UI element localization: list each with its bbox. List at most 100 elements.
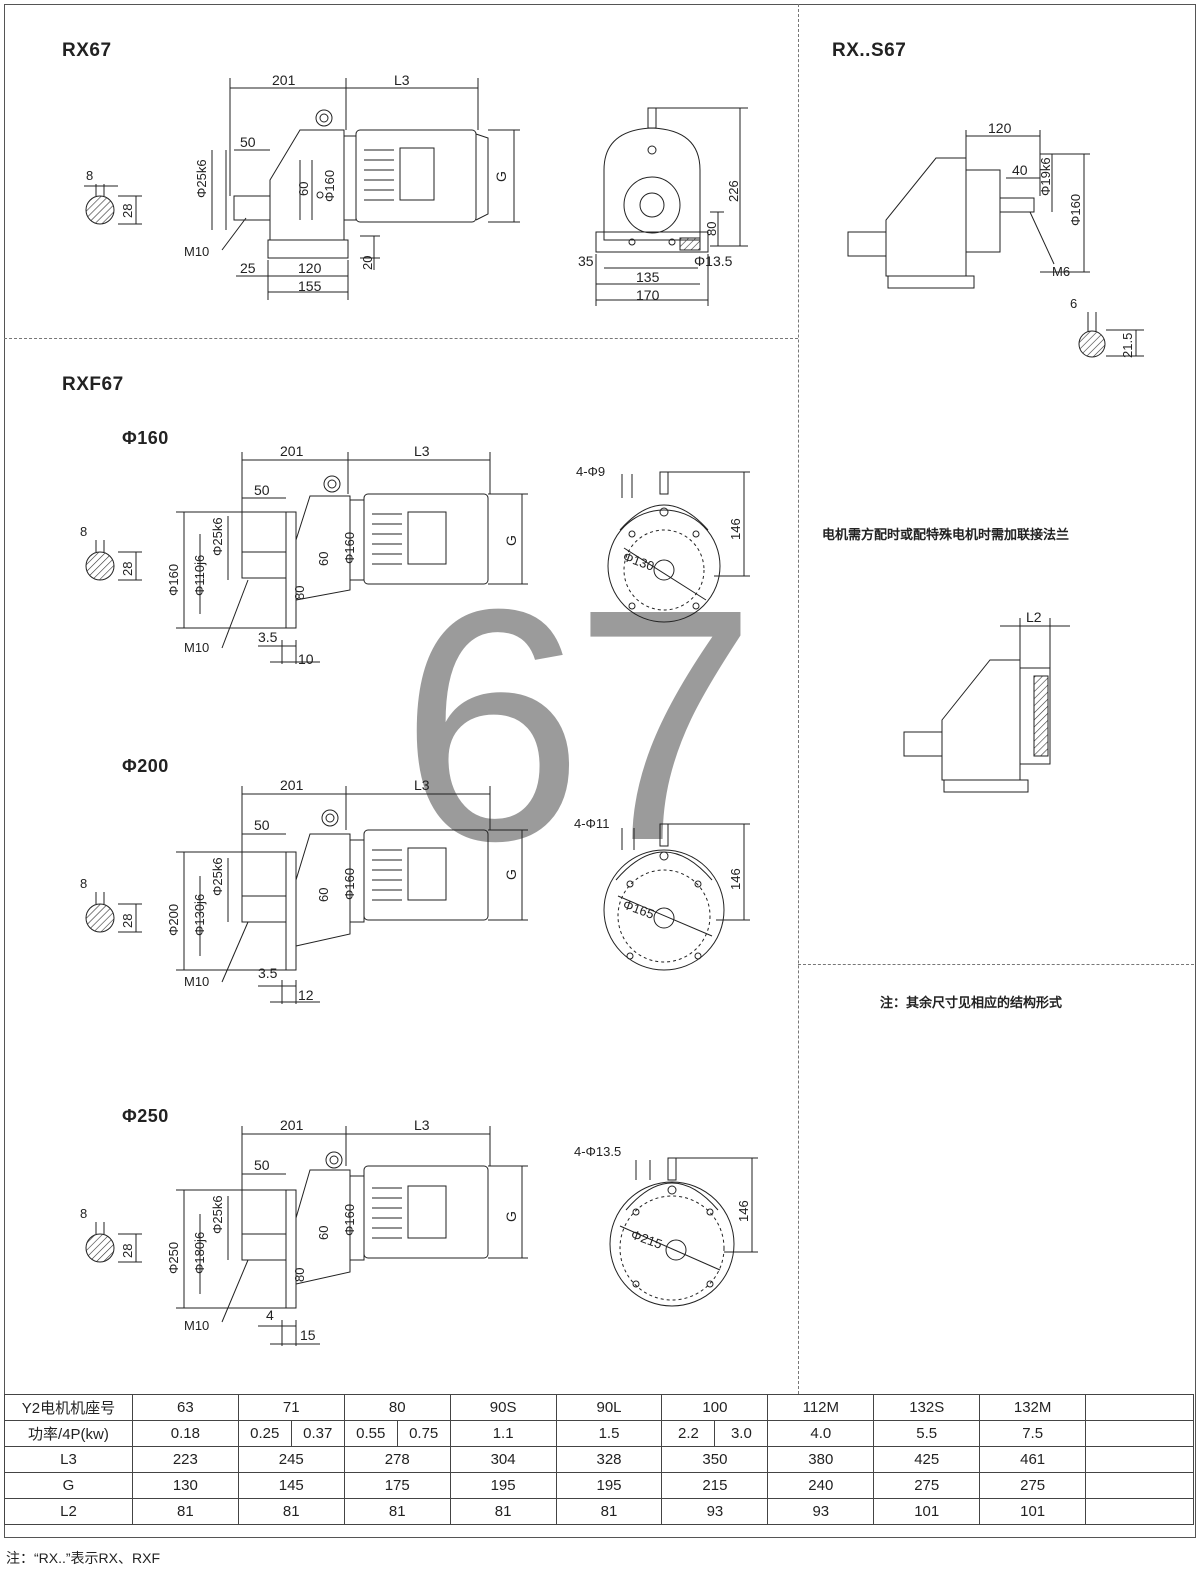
remaining-dims-note: 注：其余尺寸见相应的结构形式 bbox=[880, 995, 1063, 1010]
rxf160-dim-146: 146 bbox=[728, 518, 743, 540]
table-cell: 275 bbox=[979, 1472, 1087, 1499]
table-cell: 90S bbox=[449, 1394, 557, 1421]
rxs67-dim-shaft: Φ19k6 bbox=[1038, 157, 1053, 196]
table-cell: 112M bbox=[767, 1394, 875, 1421]
rx67-dim-G: G bbox=[493, 171, 509, 182]
rxs67-dim-L2: L2 bbox=[1026, 609, 1042, 625]
rxf200-dim-50: 50 bbox=[254, 817, 270, 833]
rxf160-keyway-section: 8 28 bbox=[80, 524, 142, 581]
rxf200-key-width: 8 bbox=[80, 876, 87, 891]
rx67-dim-L3: L3 bbox=[394, 72, 410, 88]
table-cell: 101 bbox=[873, 1498, 981, 1525]
rxs67-side-view: 120 40 Φ19k6 Φ160 M6 bbox=[847, 120, 1090, 289]
watermark-number: 67 bbox=[400, 540, 757, 909]
rx67-dim-M10: M10 bbox=[184, 244, 209, 259]
table-cell: 223 bbox=[131, 1446, 239, 1473]
rxf160-dim-201: 201 bbox=[280, 443, 304, 459]
table-cell: 132S bbox=[873, 1394, 981, 1421]
rxf200-dim-146: 146 bbox=[728, 868, 743, 890]
rx67-keyway-section: 8 28 bbox=[84, 168, 142, 225]
rxs67-dim-40: 40 bbox=[1012, 162, 1028, 178]
rx67-dim-35: 35 bbox=[578, 253, 594, 269]
table-cell: 195 bbox=[449, 1472, 557, 1499]
table-cell: 93 bbox=[661, 1498, 769, 1525]
table-cell: 1.5 bbox=[555, 1420, 663, 1447]
rx67-dim-170: 170 bbox=[636, 287, 660, 303]
row-label: G bbox=[4, 1472, 133, 1499]
table-cell: 275 bbox=[873, 1472, 981, 1499]
rx67-key-height: 28 bbox=[120, 204, 135, 218]
row-label: Y2电机机座号 bbox=[4, 1394, 133, 1421]
rx67-end-view: 226 80 35 135 170 Φ13.5 bbox=[578, 107, 748, 306]
title-flange-200: Φ200 bbox=[122, 756, 169, 776]
table-cell: 0.18 bbox=[131, 1420, 239, 1447]
rxf160-dim-80: 80 bbox=[292, 586, 307, 600]
rxf160-key-height: 28 bbox=[120, 562, 135, 576]
table-cell: 2.2 bbox=[661, 1420, 716, 1447]
table-cell bbox=[1085, 1420, 1194, 1447]
table-cell: 0.25 bbox=[237, 1420, 292, 1447]
rxf250-dim-160: Φ160 bbox=[342, 1204, 357, 1236]
table-cell: 461 bbox=[979, 1446, 1087, 1473]
rxf200-dim-flange: Φ200 bbox=[166, 904, 181, 936]
rx67-dim-201: 201 bbox=[272, 72, 296, 88]
rxf250-dim-spigot: Φ180j6 bbox=[192, 1232, 207, 1274]
table-cell: 0.75 bbox=[396, 1420, 451, 1447]
rx67-dim-160: Φ160 bbox=[322, 170, 337, 202]
table-cell: 5.5 bbox=[873, 1420, 981, 1447]
rxs67-flange-view: L2 bbox=[903, 609, 1070, 793]
rxf160-dim-spigot: Φ110j6 bbox=[192, 555, 207, 596]
table-cell bbox=[1085, 1472, 1194, 1499]
rxf160-dim-60: 60 bbox=[316, 552, 331, 566]
table-cell: 130 bbox=[131, 1472, 239, 1499]
rxf250-dim-pcd: Φ215 bbox=[629, 1227, 664, 1252]
table-cell: 81 bbox=[449, 1498, 557, 1525]
rxf250-dim-80: 80 bbox=[292, 1268, 307, 1282]
row-label: L2 bbox=[4, 1498, 133, 1525]
table-cell: 90L bbox=[555, 1394, 663, 1421]
table-cell: 240 bbox=[767, 1472, 875, 1499]
rxf250-side-view: 201 L3 50 Φ25k6 Φ250 Φ180j6 60 Φ160 80 G… bbox=[166, 1117, 528, 1346]
drawing-sheet bbox=[4, 4, 1196, 1538]
table-cell: 195 bbox=[555, 1472, 663, 1499]
rxf200-keyway-section: 8 28 bbox=[80, 876, 142, 933]
rxf200-dim-G: G bbox=[503, 869, 519, 880]
rxf200-dim-3-5: 3.5 bbox=[258, 965, 278, 981]
table-cell: 350 bbox=[661, 1446, 769, 1473]
rxf160-dim-flange: Φ160 bbox=[166, 564, 181, 596]
table-cell: 0.37 bbox=[290, 1420, 345, 1447]
title-rxs67: RX..S67 bbox=[832, 40, 907, 61]
row-label: L3 bbox=[4, 1446, 133, 1473]
rxf160-flange-view: 4-Φ9 Φ130 146 bbox=[576, 464, 750, 623]
rxf250-flange-view: 4-Φ13.5 Φ215 146 bbox=[574, 1144, 758, 1307]
table-cell: 132M bbox=[979, 1394, 1087, 1421]
table-cell: 101 bbox=[979, 1498, 1087, 1525]
table-cell bbox=[1085, 1394, 1194, 1421]
rxf250-key-width: 8 bbox=[80, 1206, 87, 1221]
rxf160-dim-M10: M10 bbox=[184, 640, 209, 655]
rxf250-dim-60: 60 bbox=[316, 1226, 331, 1240]
rxf250-dim-G: G bbox=[503, 1211, 519, 1222]
table-cell: 0.55 bbox=[343, 1420, 398, 1447]
rxs67-key-height: 21.5 bbox=[1120, 333, 1135, 358]
table-row-G: G 130 145 175 195 195 215 240 275 275 bbox=[4, 1472, 1194, 1499]
table-cell bbox=[1085, 1446, 1194, 1473]
rxf160-key-width: 8 bbox=[80, 524, 87, 539]
rxf250-dim-M10: M10 bbox=[184, 1318, 209, 1333]
table-cell: 145 bbox=[237, 1472, 345, 1499]
rxf200-dim-spigot: Φ130j6 bbox=[192, 894, 207, 936]
rxf200-key-height: 28 bbox=[120, 914, 135, 928]
table-cell: 81 bbox=[131, 1498, 239, 1525]
rxf200-dim-pcd: Φ165 bbox=[621, 897, 656, 922]
rxf200-dim-shaft: Φ25k6 bbox=[210, 857, 225, 896]
rxf200-dim-160: Φ160 bbox=[342, 868, 357, 900]
table-cell: 3.0 bbox=[714, 1420, 769, 1447]
horizontal-divider-right bbox=[798, 964, 1194, 965]
table-cell: 80 bbox=[343, 1394, 451, 1421]
rx67-dim-hole: Φ13.5 bbox=[694, 253, 733, 269]
table-cell: 215 bbox=[661, 1472, 769, 1499]
rx67-key-width: 8 bbox=[86, 168, 93, 183]
rxs67-dim-160: Φ160 bbox=[1068, 194, 1083, 226]
rxf160-side-view: 201 L3 50 Φ25k6 Φ160 Φ110j6 60 Φ160 80 G… bbox=[166, 443, 528, 667]
rxf200-dim-M10: M10 bbox=[184, 974, 209, 989]
